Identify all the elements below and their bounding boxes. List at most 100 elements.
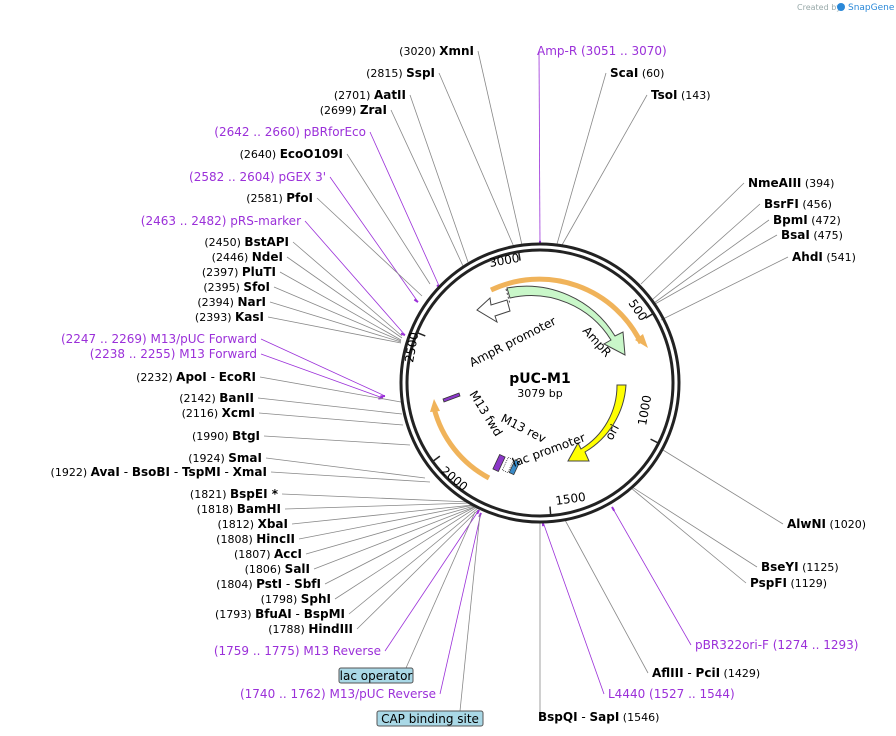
primer-label: Amp-R (3051 .. 3070) [537, 44, 667, 58]
restriction-site-label: (1798) SphI [261, 592, 331, 606]
site-labels: (3020) XmnI(2815) SspI(2701) AatII(2699)… [51, 44, 866, 727]
leader-line [269, 301, 402, 343]
leader-line [305, 505, 475, 555]
restriction-site-label: AlwNI (1020) [787, 517, 866, 531]
leader-line [542, 521, 605, 695]
restriction-site-label: (2393) KasI [195, 310, 264, 324]
restriction-site-label: (2395) SfoI [203, 280, 270, 294]
m13-fwd-band [431, 407, 491, 481]
restriction-site-label: (2701) AatII [334, 88, 406, 102]
cap-site-block [508, 459, 521, 476]
credit-text: Created by [797, 3, 841, 12]
primer-label: (2463 .. 2482) pRS-marker [141, 214, 301, 228]
tick-mark [650, 438, 659, 444]
restriction-site-label: (1821) BspEI * [190, 487, 279, 501]
leader-line [369, 131, 441, 289]
primer-mark [476, 509, 480, 515]
tick-mark [549, 506, 552, 516]
tick-mark [416, 331, 426, 337]
ampr-arrow [506, 285, 626, 356]
leader-line [384, 509, 480, 652]
restriction-site-label: (1788) HindIII [268, 622, 353, 636]
primer-label: (1740 .. 1762) M13/pUC Reverse [240, 687, 436, 701]
restriction-site-label: (2397) PluTI [202, 265, 276, 279]
restriction-site-label: ScaI (60) [610, 66, 664, 80]
leader-line [334, 506, 478, 600]
restriction-site-label: AflIII - PciI (1429) [652, 666, 760, 680]
m13-fwd-arrow [442, 392, 461, 403]
primer-mark [400, 332, 406, 336]
restriction-site-label: BpmI (472) [773, 213, 841, 227]
leader-line [324, 506, 476, 585]
leader-line [477, 50, 523, 246]
plasmid-name: pUC-M1 [509, 371, 570, 387]
leader-line [284, 502, 472, 510]
ampr-dashed [505, 288, 511, 305]
restriction-site-label: (2450) BstAPI [204, 235, 289, 249]
leader-line [329, 176, 419, 303]
restriction-site-label: (1806) SalI [245, 562, 310, 576]
m13-fwd-band-arrow [430, 399, 440, 412]
tick-mark [432, 455, 441, 463]
leader-line [298, 504, 475, 540]
feature-label-ori: ori [602, 422, 622, 442]
leader-line [556, 72, 607, 245]
leader-line [260, 353, 384, 399]
restriction-site-label: (1808) HincII [216, 532, 295, 546]
leader-line [316, 197, 423, 297]
leader-line [356, 509, 479, 630]
leader-line [286, 256, 403, 339]
restriction-site-label: (1990) BtgI [192, 429, 260, 443]
leader-line [279, 271, 402, 341]
restriction-site-label: (2142) BanII [179, 391, 254, 405]
leader-line [346, 153, 431, 285]
leader-line [291, 504, 474, 525]
primer-label: (2247 .. 2269) M13/pUC Forward [61, 332, 257, 346]
leader-line [654, 234, 778, 305]
feature-arcs [430, 276, 648, 481]
leader-line [348, 507, 479, 615]
leader-line [405, 511, 476, 669]
restriction-site-label: (2581) PfoI [246, 191, 313, 205]
restriction-site-label: TsoI (143) [651, 88, 711, 102]
restriction-site-label: BsrFI (456) [764, 197, 832, 211]
lac-operator-box [338, 667, 414, 684]
ori-arrow [567, 384, 627, 462]
restriction-site-label: AhdI (541) [792, 250, 856, 264]
plasmid-length: 3079 bp [517, 387, 562, 400]
primer-mark [611, 506, 616, 512]
leader-line [267, 316, 402, 344]
leader-line [630, 487, 747, 584]
leader-line [270, 471, 431, 483]
restriction-site-label: BsaI (475) [781, 228, 843, 242]
leader-line [640, 182, 745, 285]
leader-line [292, 241, 403, 337]
tick-mark [517, 251, 521, 261]
leader-line [273, 286, 402, 342]
restriction-site-label: (2699) ZraI [320, 103, 387, 117]
restriction-site-label: (2640) EcoO109I [240, 147, 343, 161]
primer-label: (2642 .. 2660) pBRforEco [214, 125, 366, 139]
leader-line [265, 457, 426, 479]
restriction-site-label: (1804) PstI - SbfI [216, 577, 321, 591]
leader-line [390, 109, 464, 267]
tick-label: 1500 [554, 490, 586, 508]
ampr-promoter-arrow [476, 296, 511, 324]
restriction-site-label: (1922) AvaI - BsoBI - TspMI - XmaI [51, 465, 267, 479]
restriction-site-label: (1924) SmaI [188, 451, 262, 465]
tick-label: 1000 [635, 394, 654, 427]
leader-line [409, 94, 469, 263]
brand-text: SnapGene [848, 3, 895, 13]
leader-line [258, 412, 404, 426]
leader-line [313, 506, 475, 570]
leader-line [631, 486, 758, 568]
leader-line [538, 50, 541, 246]
leader-line [662, 449, 784, 525]
feature-label-m13-rev: M13 rev [499, 411, 549, 446]
leader-line [459, 513, 481, 712]
leader-line [260, 338, 386, 397]
restriction-site-label: (2815) SspI [366, 66, 435, 80]
leader-line [259, 376, 402, 403]
restriction-site-label: (1812) XbaI [218, 517, 288, 531]
